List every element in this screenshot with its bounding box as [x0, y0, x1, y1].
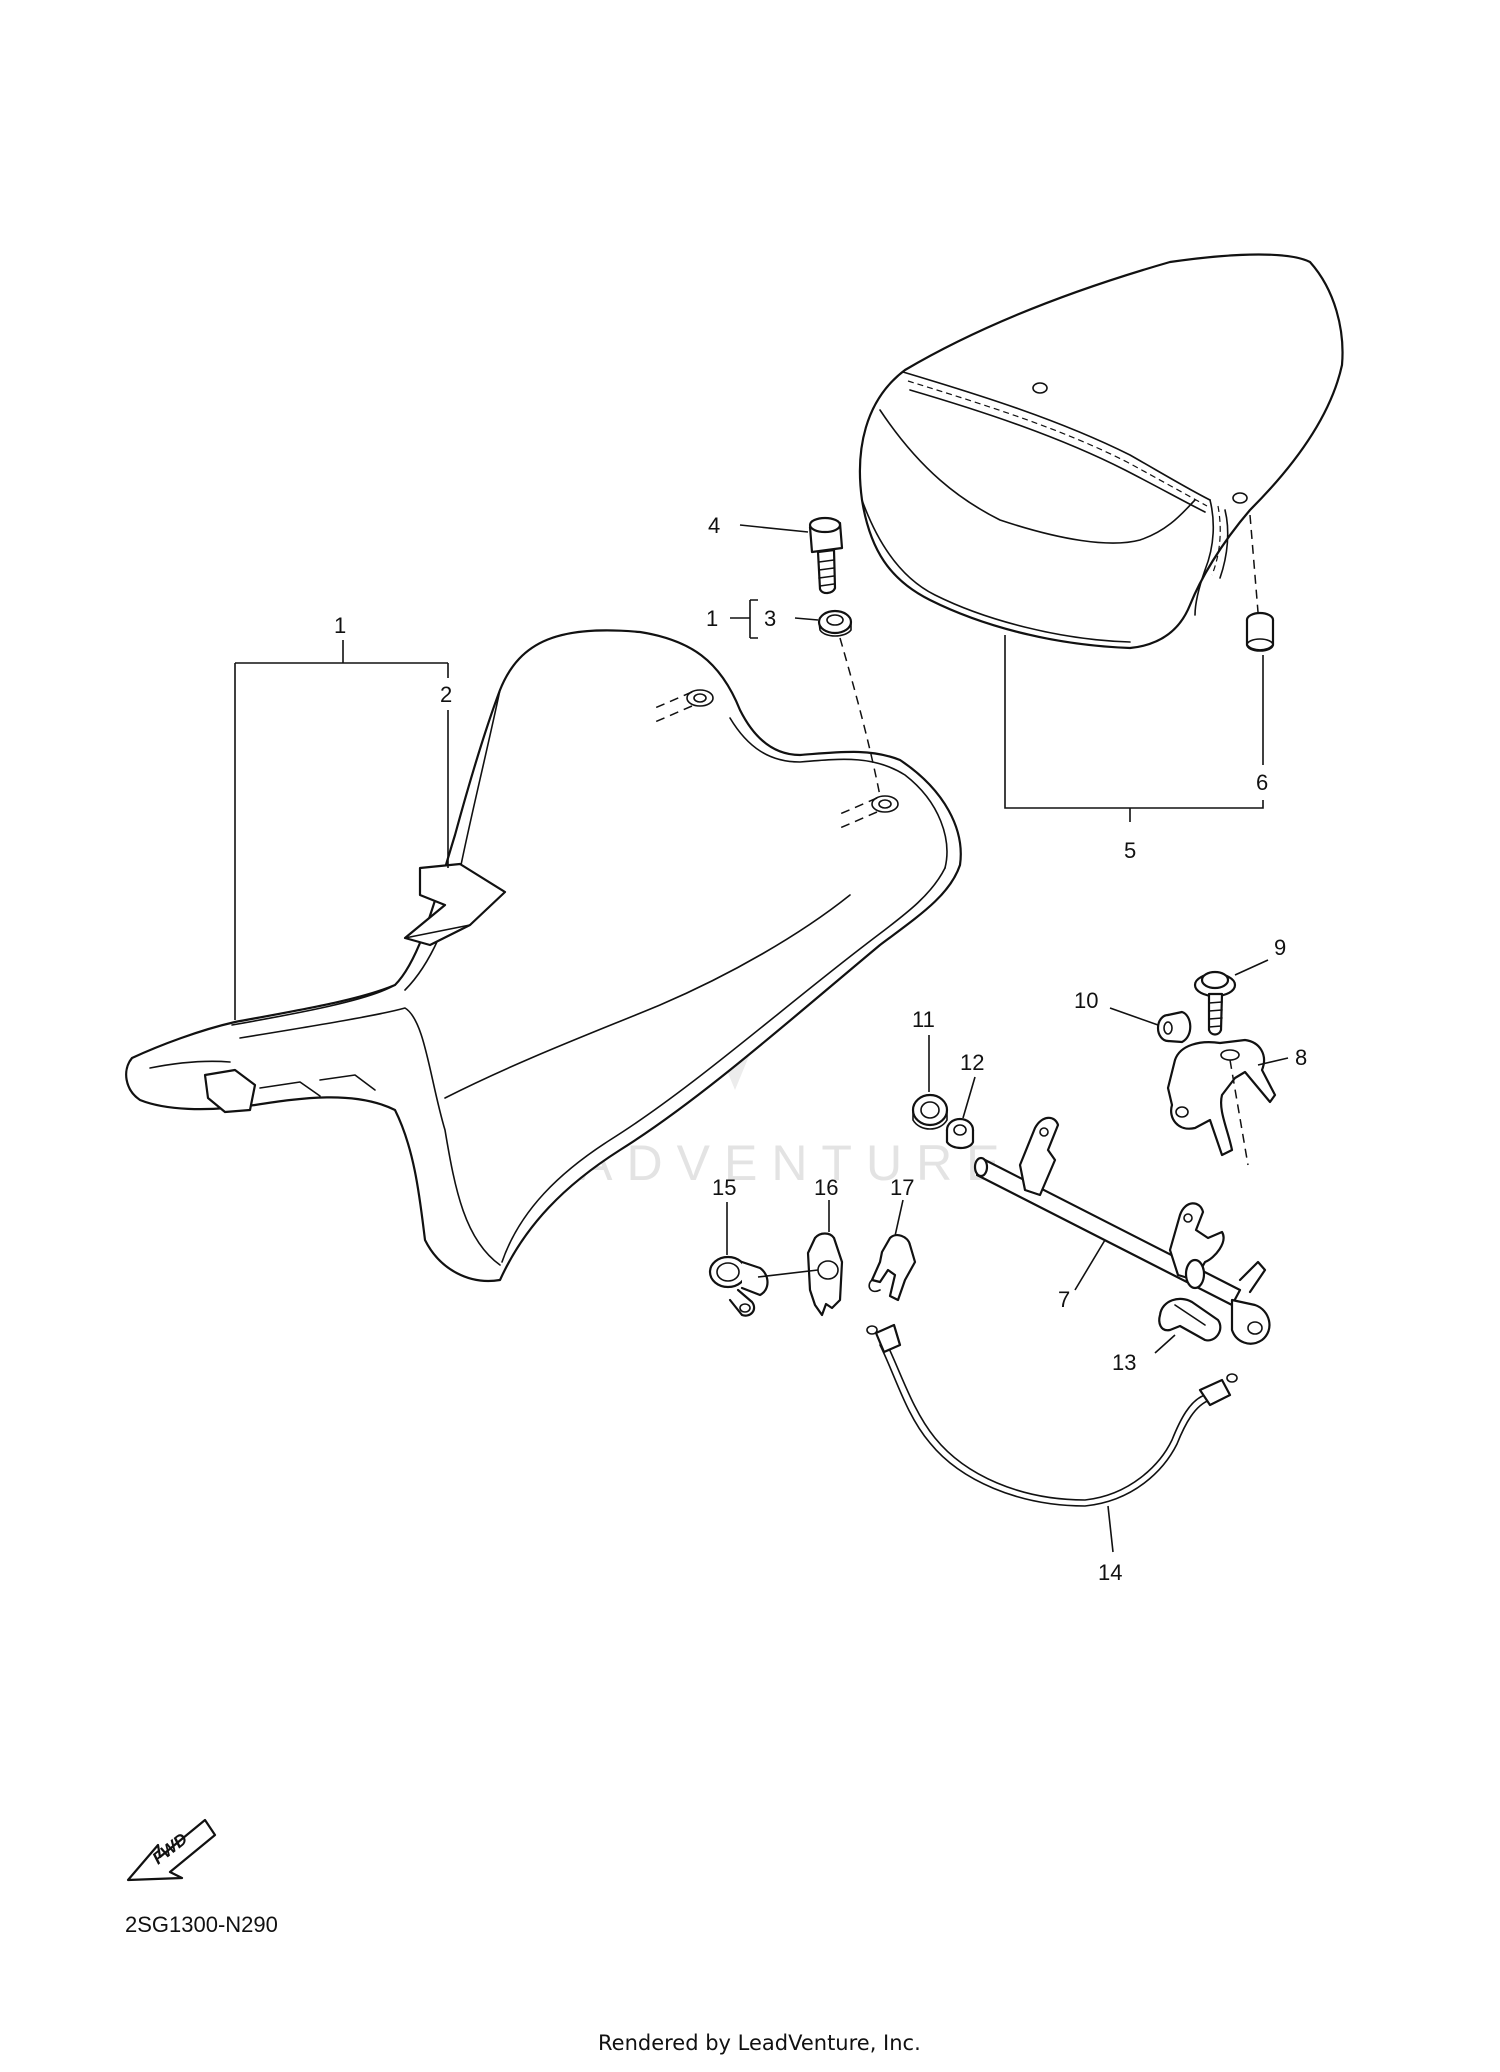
callout-11[interactable]: 11 — [912, 1007, 935, 1032]
callout-8[interactable]: 8 — [1295, 1045, 1307, 1070]
callout-17[interactable]: 17 — [890, 1175, 914, 1200]
spring-clip-part-17[interactable] — [868, 1234, 917, 1302]
callout-6[interactable]: 6 — [1256, 770, 1268, 795]
callout-7[interactable]: 7 — [1058, 1287, 1070, 1312]
callout-1-main[interactable]: 1 — [334, 613, 346, 638]
bolt-part-4[interactable] — [808, 516, 844, 595]
callout-12[interactable]: 12 — [960, 1050, 984, 1075]
callout-15[interactable]: 15 — [712, 1175, 736, 1200]
bushing-part-6[interactable] — [1245, 611, 1275, 652]
passenger-seat[interactable] — [858, 253, 1344, 650]
callout-13[interactable]: 13 — [1112, 1350, 1136, 1375]
footer-credit: Rendered by LeadVenture, Inc. — [598, 2031, 921, 2055]
cable-part-14[interactable] — [866, 1323, 1238, 1507]
grommet-part-11[interactable] — [911, 1093, 949, 1130]
callout-9[interactable]: 9 — [1274, 935, 1286, 960]
callout-2[interactable]: 2 — [440, 682, 452, 707]
callout-10[interactable]: 10 — [1074, 988, 1098, 1013]
callout-labels: 1 2 4 1 3 5 6 9 10 8 11 12 7 13 14 15 16… — [334, 513, 1307, 1585]
seat-strap[interactable] — [403, 862, 507, 947]
bracket-part-8[interactable] — [1166, 1038, 1277, 1157]
lock-cylinder-part-15[interactable] — [708, 1255, 769, 1317]
shaft-part-7[interactable] — [973, 1116, 1271, 1345]
bolt-part-9[interactable] — [1193, 970, 1237, 1036]
main-seat[interactable] — [125, 629, 962, 1283]
callout-3[interactable]: 3 — [764, 606, 776, 631]
callout-5[interactable]: 5 — [1124, 838, 1136, 863]
callout-1-kit[interactable]: 1 — [706, 606, 718, 631]
plate-part-16[interactable] — [806, 1232, 844, 1317]
fwd-arrow-icon: FWD — [126, 1818, 217, 1882]
clip-part-13[interactable] — [1158, 1297, 1222, 1342]
grommet-part-3[interactable] — [817, 609, 853, 637]
diagram-code: 2SG1300-N290 — [125, 1912, 278, 1937]
spacer-part-12[interactable] — [945, 1117, 975, 1150]
collar-part-10[interactable] — [1156, 1010, 1192, 1044]
callout-16[interactable]: 16 — [814, 1175, 838, 1200]
callout-14[interactable]: 14 — [1098, 1560, 1122, 1585]
callout-4[interactable]: 4 — [708, 513, 720, 538]
leader-lines — [234, 524, 1289, 1553]
